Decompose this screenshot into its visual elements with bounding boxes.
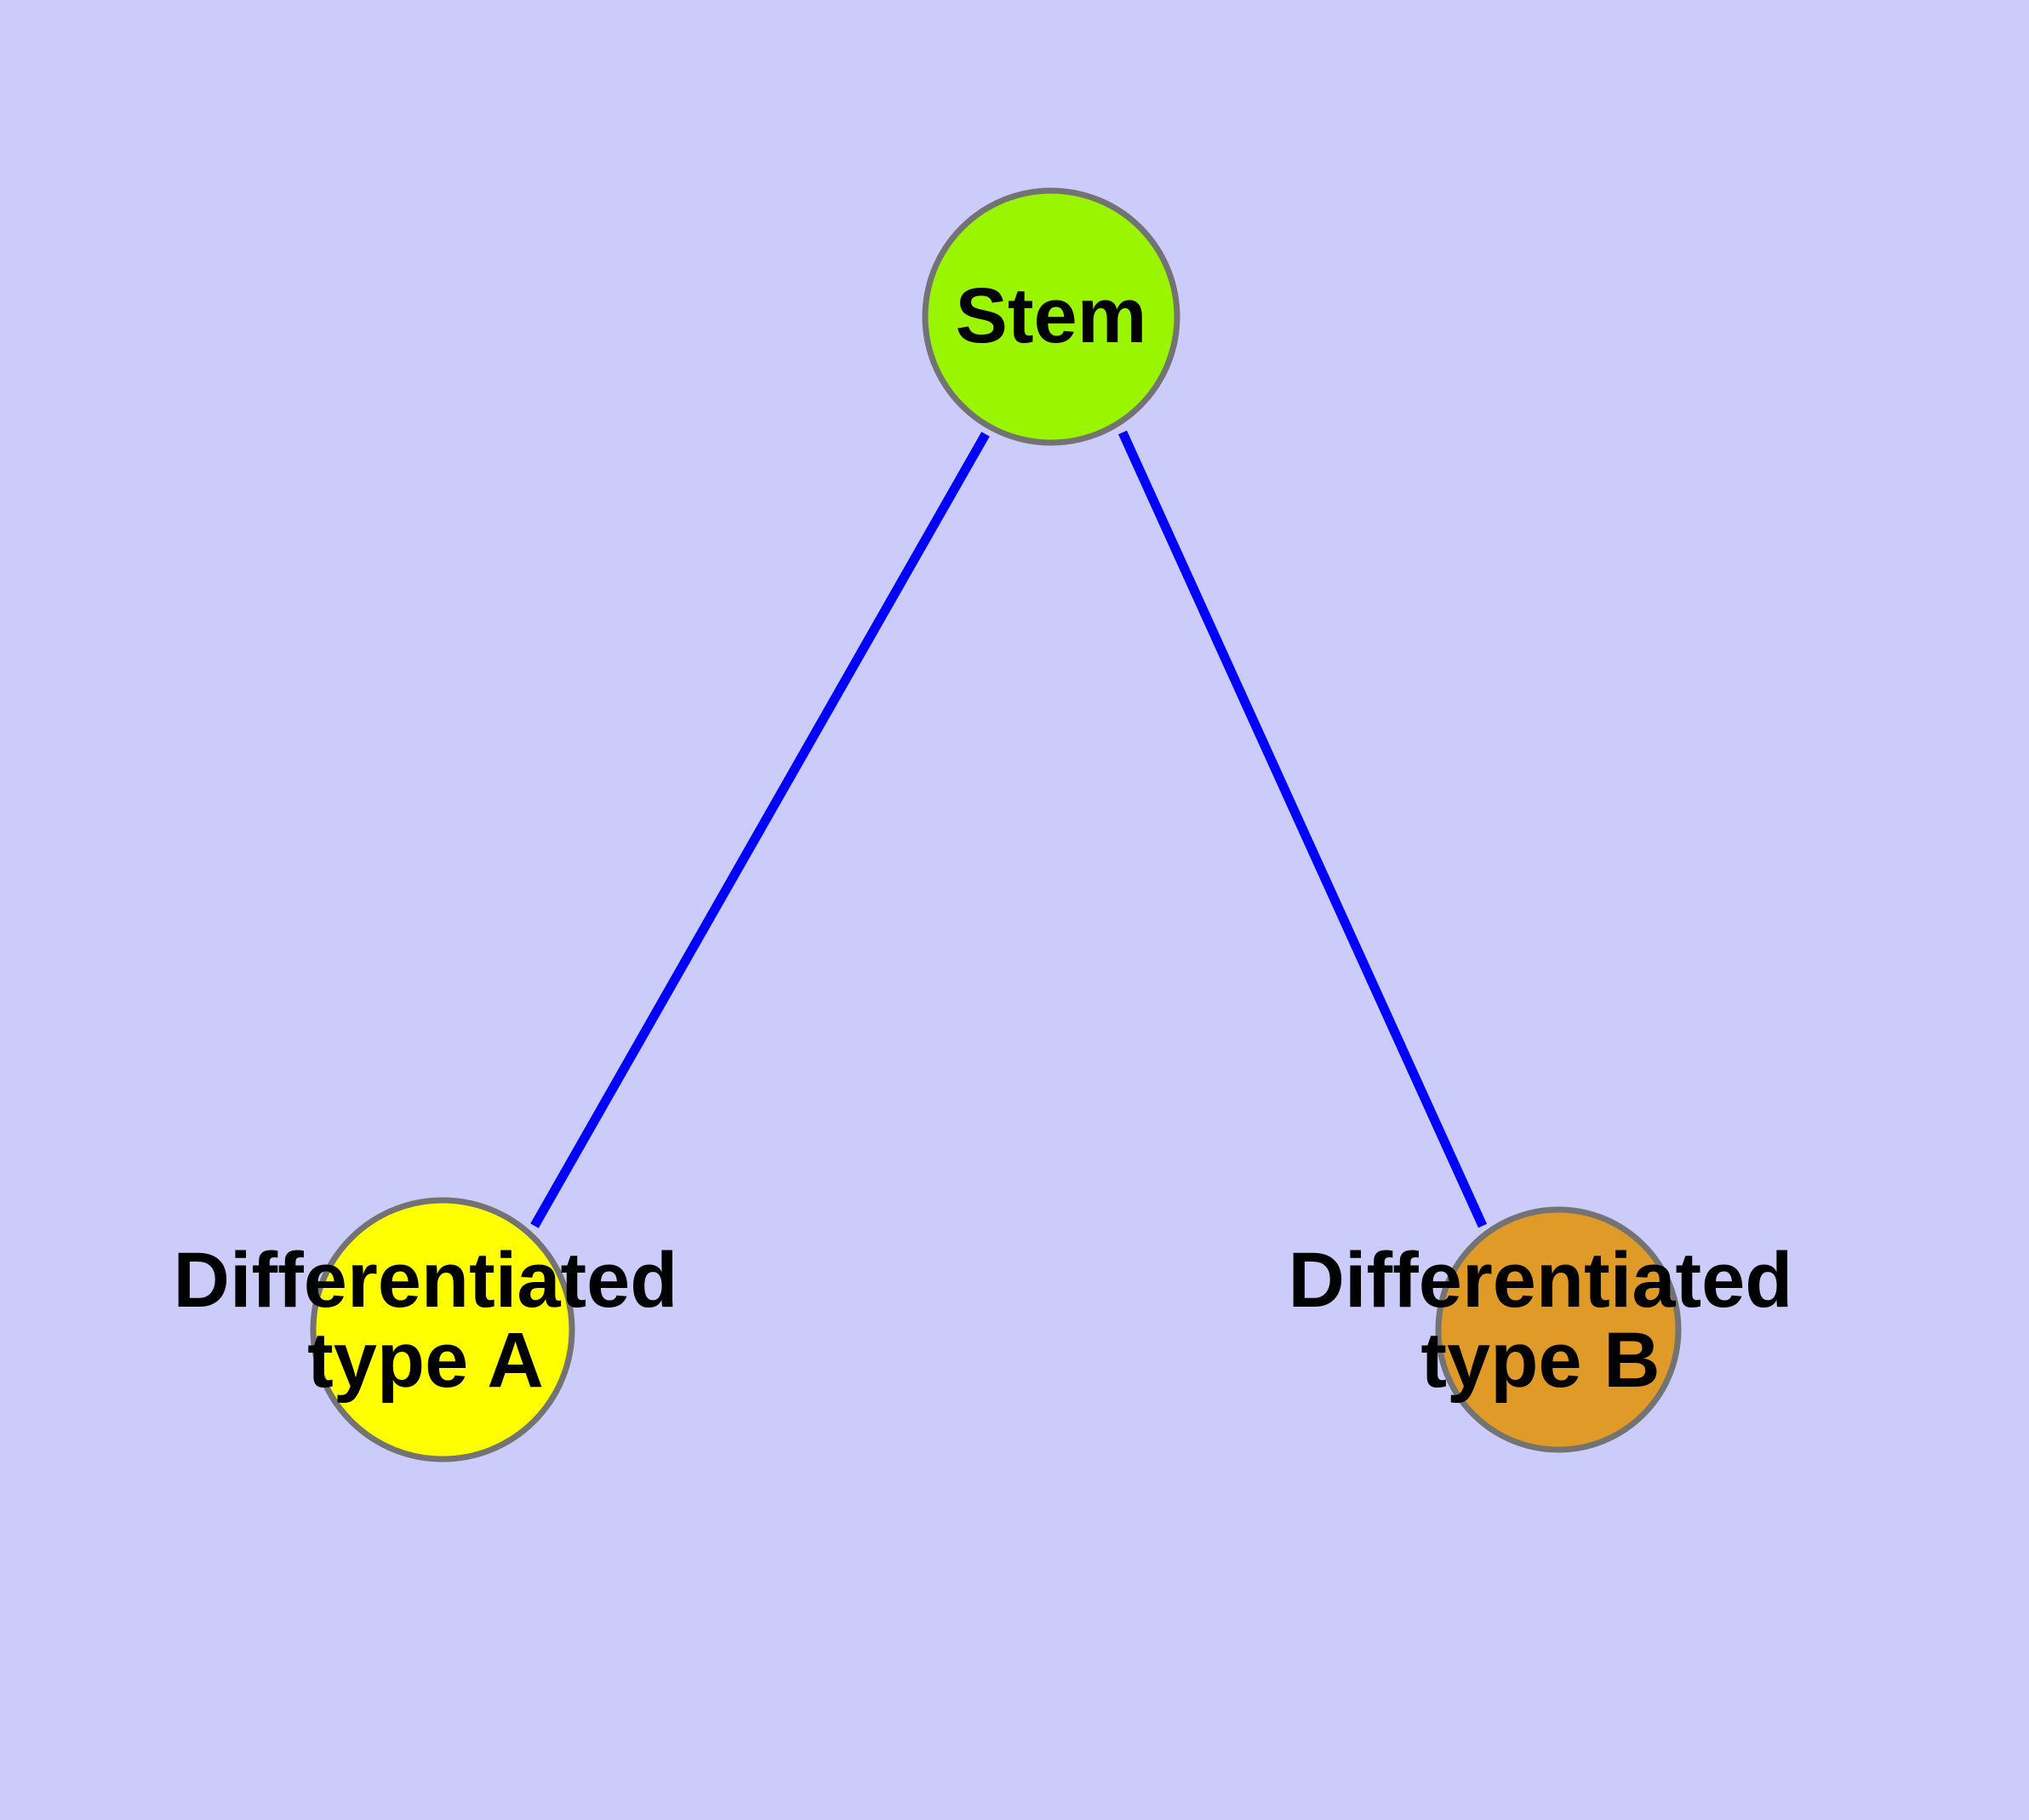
edges-layer [530, 430, 1488, 1228]
node-label-line: Differentiated [174, 1237, 678, 1324]
node-label-line: type A [307, 1317, 544, 1404]
node-label-line: Stem [956, 272, 1147, 359]
node-differentiated-type-b[interactable] [1435, 1206, 1682, 1453]
edge-stem-to-diff-b [1117, 430, 1488, 1228]
node-stem[interactable] [922, 187, 1180, 446]
node-label-stem: Stem [956, 272, 1147, 359]
node-differentiated-type-a[interactable] [310, 1197, 575, 1462]
node-label-line: type B [1420, 1317, 1660, 1404]
node-label-line: Differentiated [1289, 1237, 1793, 1324]
nodes-layer [310, 187, 1682, 1462]
edge-stem-to-diff-a [530, 432, 990, 1228]
